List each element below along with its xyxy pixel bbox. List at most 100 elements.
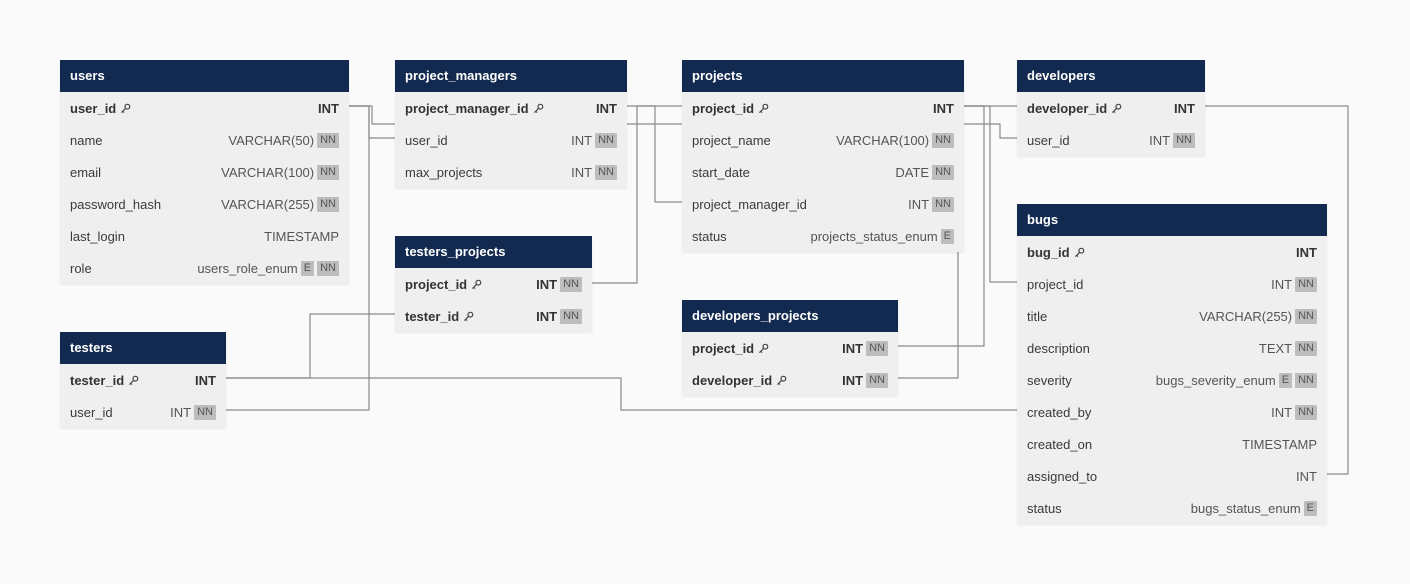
- column-type: INT: [536, 308, 558, 324]
- not-null-badge: NN: [317, 164, 339, 180]
- column-type: projects_status_enum: [810, 228, 938, 244]
- column-type: INT: [318, 100, 339, 116]
- column-type: VARCHAR(50): [228, 132, 315, 148]
- table-header[interactable]: users: [60, 60, 349, 92]
- column-name: description: [1027, 341, 1259, 356]
- key-icon: [533, 103, 543, 113]
- relationship-line: [349, 105, 395, 139]
- not-null-badge: NN: [1295, 404, 1317, 420]
- column-name-text: assigned_to: [1027, 468, 1098, 484]
- column-name: password_hash: [70, 197, 221, 212]
- column-type: INT: [842, 372, 864, 388]
- column-name: name: [70, 133, 228, 148]
- table-header[interactable]: testers: [60, 332, 226, 364]
- table-header[interactable]: bugs: [1017, 204, 1327, 236]
- relationship-line: [627, 105, 682, 203]
- column-type: VARCHAR(100): [221, 164, 315, 180]
- not-null-badge: NN: [595, 132, 617, 148]
- column-type: INT: [195, 372, 216, 388]
- relationship-line: [226, 377, 1017, 411]
- not-null-badge: NN: [317, 260, 339, 276]
- not-null-badge: NN: [1295, 372, 1317, 388]
- column-name: created_by: [1027, 405, 1271, 420]
- table-header[interactable]: project_managers: [395, 60, 627, 92]
- table-header[interactable]: developers: [1017, 60, 1205, 92]
- column-name-text: user_id: [70, 100, 117, 116]
- column-name: email: [70, 165, 221, 180]
- column-name-text: created_on: [1027, 436, 1093, 452]
- column-type: INT: [596, 100, 617, 116]
- key-icon: [1112, 103, 1122, 113]
- column-name-text: max_projects: [405, 164, 483, 180]
- column-name-text: last_login: [70, 228, 125, 244]
- column-row[interactable]: user_id INT: [60, 92, 349, 124]
- not-null-badge: NN: [866, 340, 888, 356]
- not-null-badge: NN: [560, 308, 582, 324]
- column-name-text: project_name: [692, 132, 771, 148]
- enum-badge: E: [1278, 372, 1293, 388]
- column-type: INT: [1296, 244, 1317, 260]
- not-null-badge: NN: [866, 372, 888, 388]
- column-name: project_name: [692, 133, 836, 148]
- table-header[interactable]: projects: [682, 60, 964, 92]
- column-name-text: role: [70, 260, 92, 276]
- column-type: INT: [1296, 468, 1317, 484]
- column-name: project_manager_id: [405, 101, 596, 116]
- column-name-text: project_id: [692, 340, 755, 356]
- column-name-text: password_hash: [70, 196, 162, 212]
- not-null-badge: NN: [595, 164, 617, 180]
- column-type: bugs_severity_enum: [1155, 372, 1276, 388]
- column-name: role: [70, 261, 197, 276]
- not-null-badge: NN: [1295, 308, 1317, 324]
- column-name: status: [1027, 501, 1191, 516]
- column-row[interactable]: bug_id INT: [1017, 236, 1327, 268]
- not-null-badge: NN: [194, 404, 216, 420]
- column-type: VARCHAR(255): [1199, 308, 1293, 324]
- table-header[interactable]: testers_projects: [395, 236, 592, 268]
- relationship-line: [964, 105, 1017, 283]
- table-header[interactable]: developers_projects: [682, 300, 898, 332]
- column-name-text: bug_id: [1027, 244, 1070, 260]
- column-name: assigned_to: [1027, 469, 1296, 484]
- not-null-badge: NN: [560, 276, 582, 292]
- not-null-badge: NN: [932, 196, 954, 212]
- column-type: INT: [1149, 132, 1171, 148]
- column-row[interactable]: assigned_to INT: [1017, 460, 1327, 492]
